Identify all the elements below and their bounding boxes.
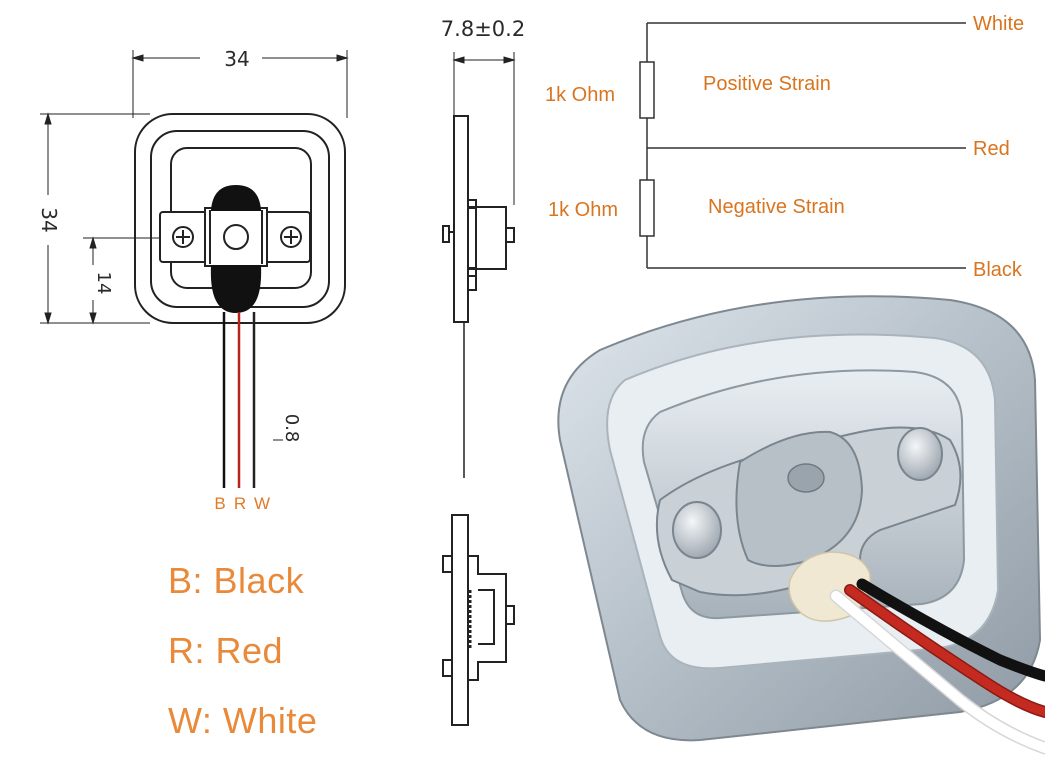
wire-letter-red: R xyxy=(234,494,246,513)
wire-bundle xyxy=(222,312,256,488)
side-bracket xyxy=(467,206,507,270)
center-hole xyxy=(223,224,249,250)
legend-red-code: R xyxy=(168,630,195,671)
wire-gap-label: 0.8 xyxy=(281,414,302,443)
lead-red-label: Red xyxy=(973,138,1010,160)
photo-center-hole-icon xyxy=(787,463,825,493)
bracket-center xyxy=(204,207,268,267)
wire-letter-black: B xyxy=(214,494,225,513)
side-view-drawing xyxy=(442,52,516,478)
legend-black-code: B xyxy=(168,560,193,601)
photo-wires xyxy=(829,578,1045,755)
resistor-top xyxy=(639,61,655,119)
offset-dimension-label: 14 xyxy=(93,272,114,295)
legend-white: W: White xyxy=(168,700,318,741)
thickness-dimension-label: 7.8±0.2 xyxy=(441,17,525,41)
lead-white-label: White xyxy=(973,13,1024,35)
wire-letter-white: W xyxy=(254,494,270,513)
positive-strain-label: Positive Strain xyxy=(703,73,831,95)
height-dimension xyxy=(40,112,150,325)
width-dimension xyxy=(131,50,349,118)
legend-black: B: Black xyxy=(168,560,305,601)
lead-black-label: Black xyxy=(973,259,1023,281)
bottom-side-drawing xyxy=(442,514,515,726)
load-cell-photo xyxy=(557,295,1045,755)
legend-black-color: Black xyxy=(213,560,305,601)
resistor-bottom-label: 1k Ohm xyxy=(548,199,618,221)
top-view-drawing: 34 34 14 xyxy=(37,47,349,488)
bridge-circuit xyxy=(639,22,966,269)
resistor-top-label: 1k Ohm xyxy=(545,84,615,106)
glue-blob-bottom xyxy=(210,265,262,314)
negative-strain-label: Negative Strain xyxy=(708,196,845,218)
legend-red-color: Red xyxy=(215,630,284,671)
legend-white-code: W xyxy=(168,700,202,741)
width-dimension-label: 34 xyxy=(224,47,249,71)
height-dimension-label: 34 xyxy=(37,207,61,232)
legend-red: R: Red xyxy=(168,630,284,671)
side-plate xyxy=(453,115,469,323)
photo-screw-left-icon xyxy=(672,501,722,559)
left-screw-icon xyxy=(172,226,194,248)
photo-screw-right-icon xyxy=(897,427,943,481)
thickness-dimension xyxy=(452,52,516,205)
glue-blob-top xyxy=(210,184,262,211)
right-screw-icon xyxy=(280,226,302,248)
legend-white-color: White xyxy=(222,700,318,741)
resistor-bottom xyxy=(639,179,655,237)
